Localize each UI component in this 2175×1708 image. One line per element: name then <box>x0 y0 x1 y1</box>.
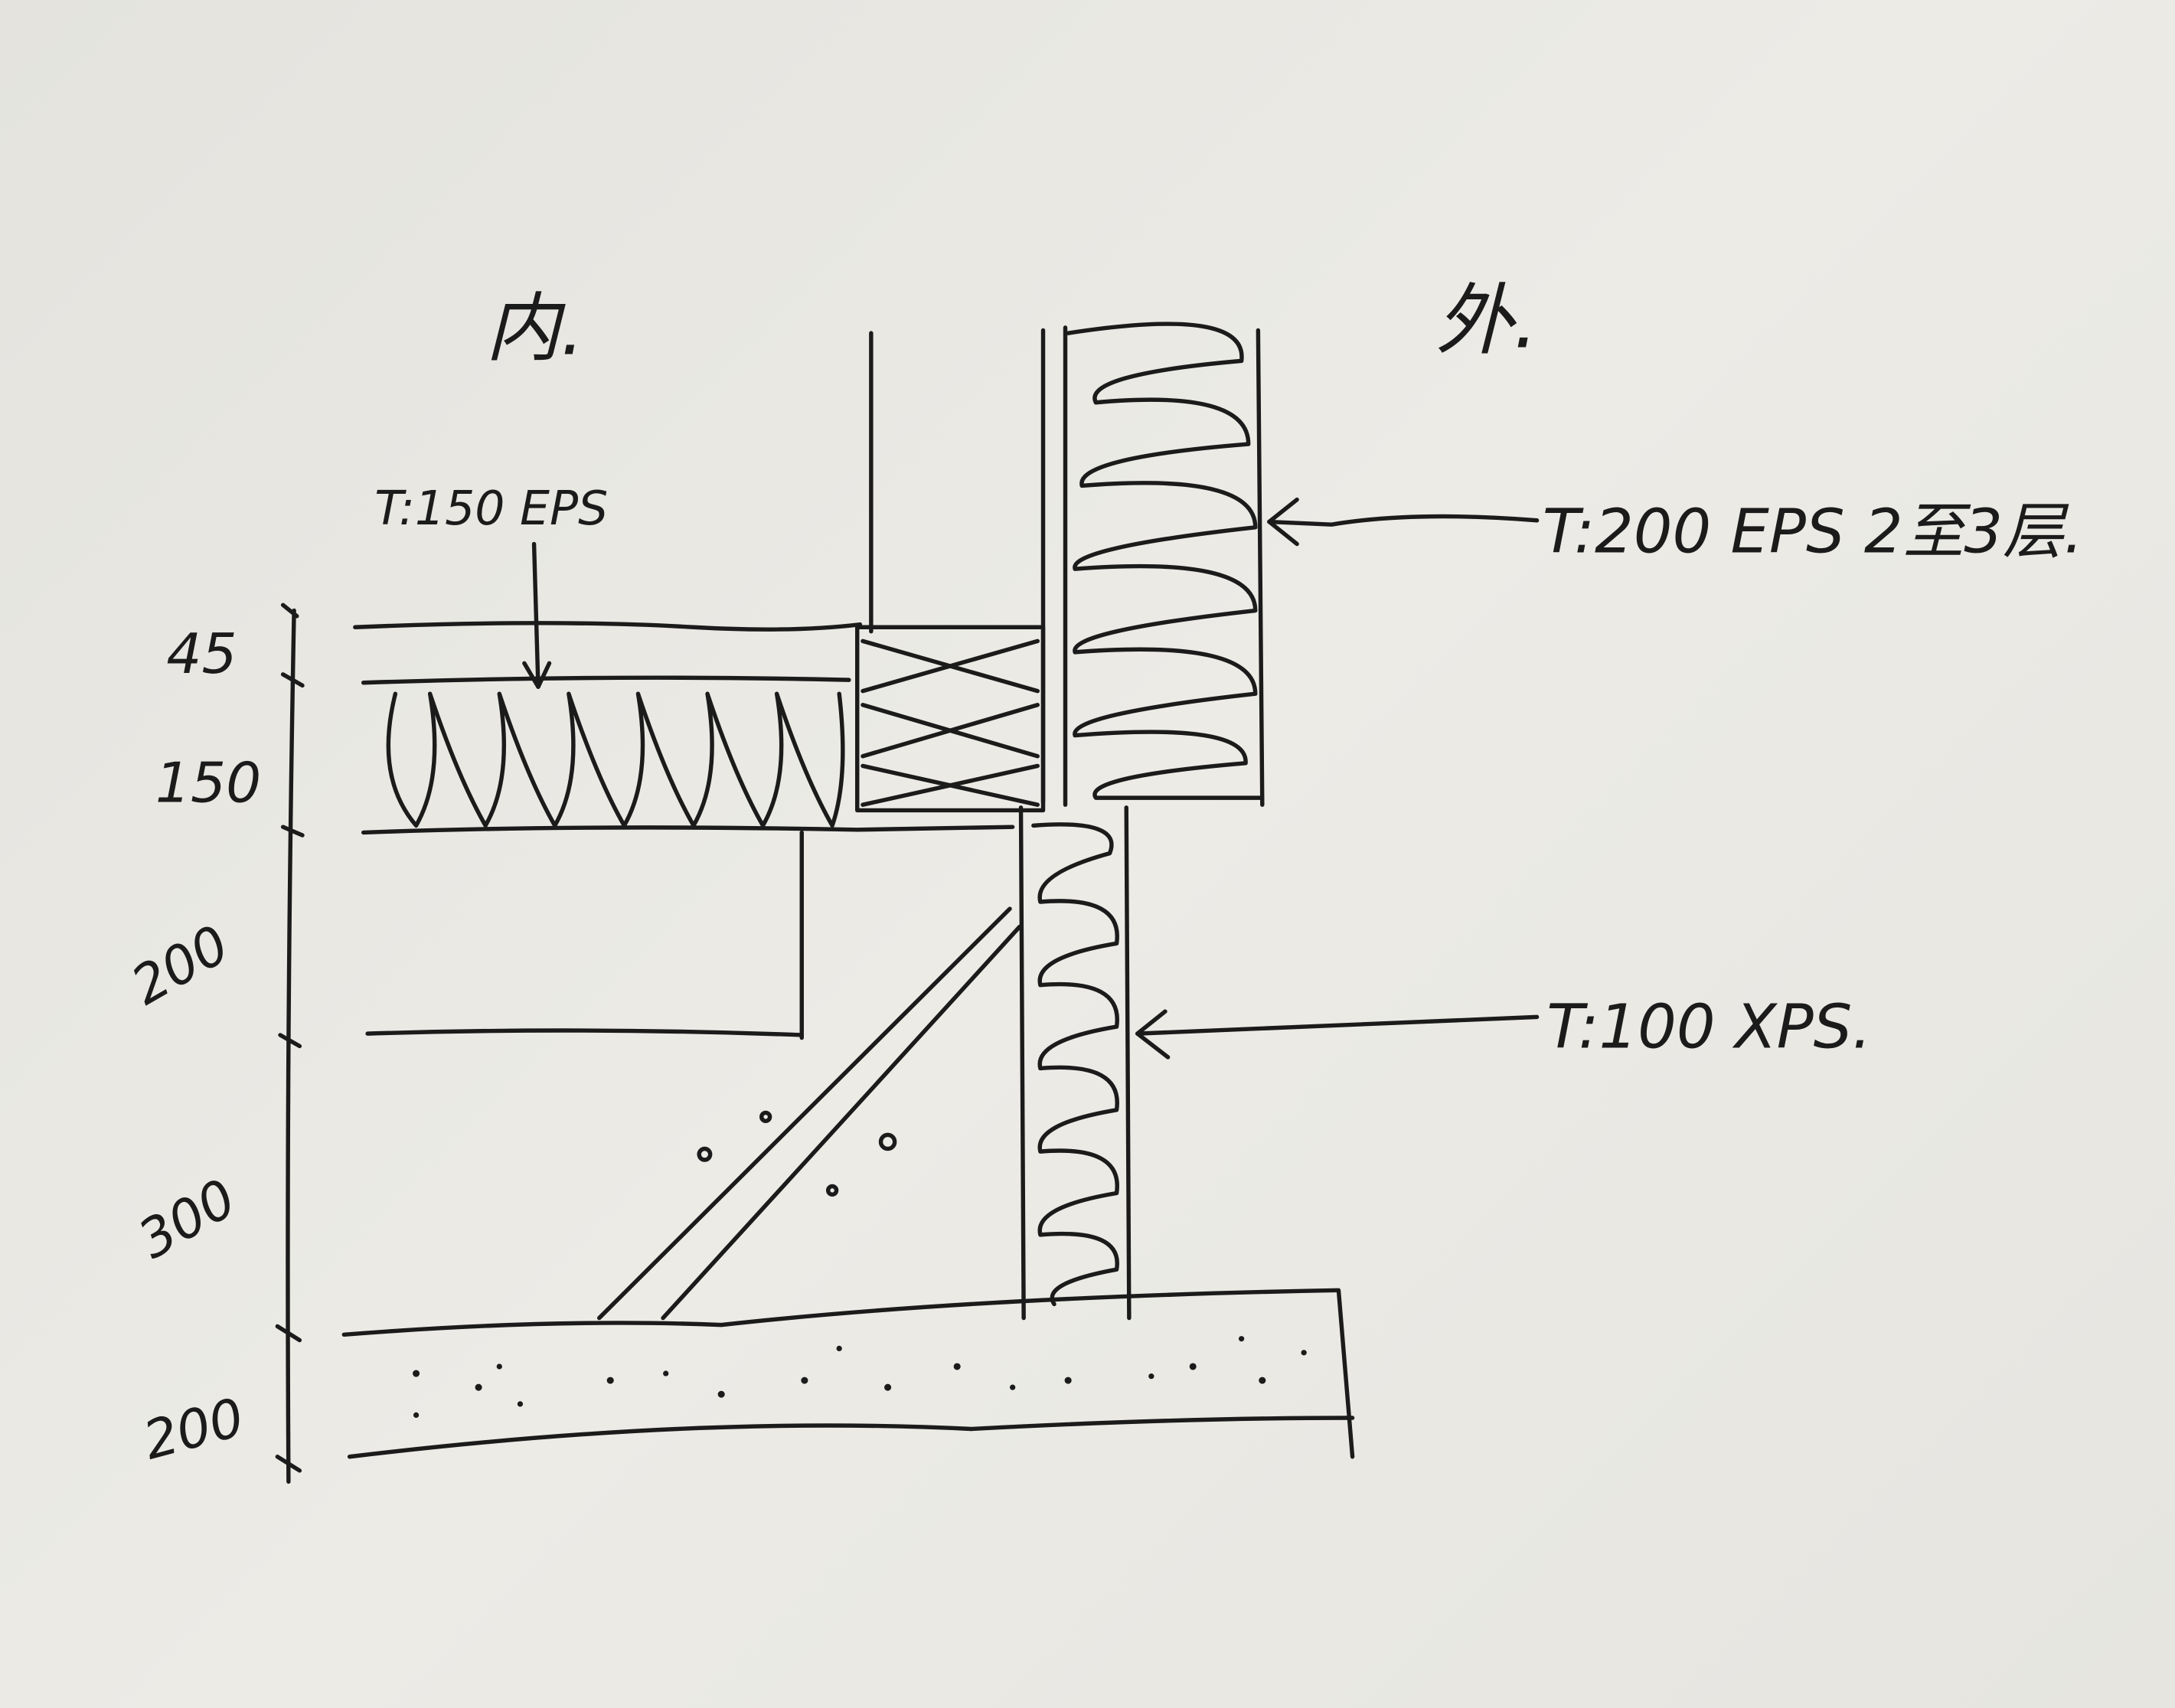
label-inside: 内. <box>485 285 584 372</box>
label-wall-insulation: T:200 EPS 2至3层. <box>1543 495 2083 567</box>
fill-dots <box>697 1110 897 1197</box>
floor-eps-insulation <box>386 691 845 828</box>
timber-rim-block <box>855 625 1046 813</box>
dimension-300: 300 <box>129 1168 247 1271</box>
leader-floor-insulation <box>522 541 552 689</box>
floor-assembly <box>353 621 1015 1040</box>
label-floor-insulation: T:150 EPS <box>374 481 608 536</box>
label-foundation-insulation: T:100 XPS. <box>1546 991 1871 1062</box>
slab-aggregate-dots <box>413 1336 1307 1419</box>
leader-foundation-insulation <box>1135 1009 1540 1060</box>
diagonal-brace <box>597 906 1022 1321</box>
dimension-45: 45 <box>166 622 237 687</box>
dimension-150: 150 <box>155 752 261 816</box>
dimension-line <box>275 603 305 1484</box>
dimension-200-upper: 200 <box>122 914 240 1017</box>
foundation-xps-insulation <box>1018 805 1132 1321</box>
dimension-200-lower: 200 <box>137 1387 250 1472</box>
concrete-slab <box>341 1288 1355 1459</box>
label-outside: 外. <box>1435 275 1538 365</box>
leader-wall-insulation <box>1267 497 1540 547</box>
wall-eps-insulation <box>1063 322 1265 807</box>
